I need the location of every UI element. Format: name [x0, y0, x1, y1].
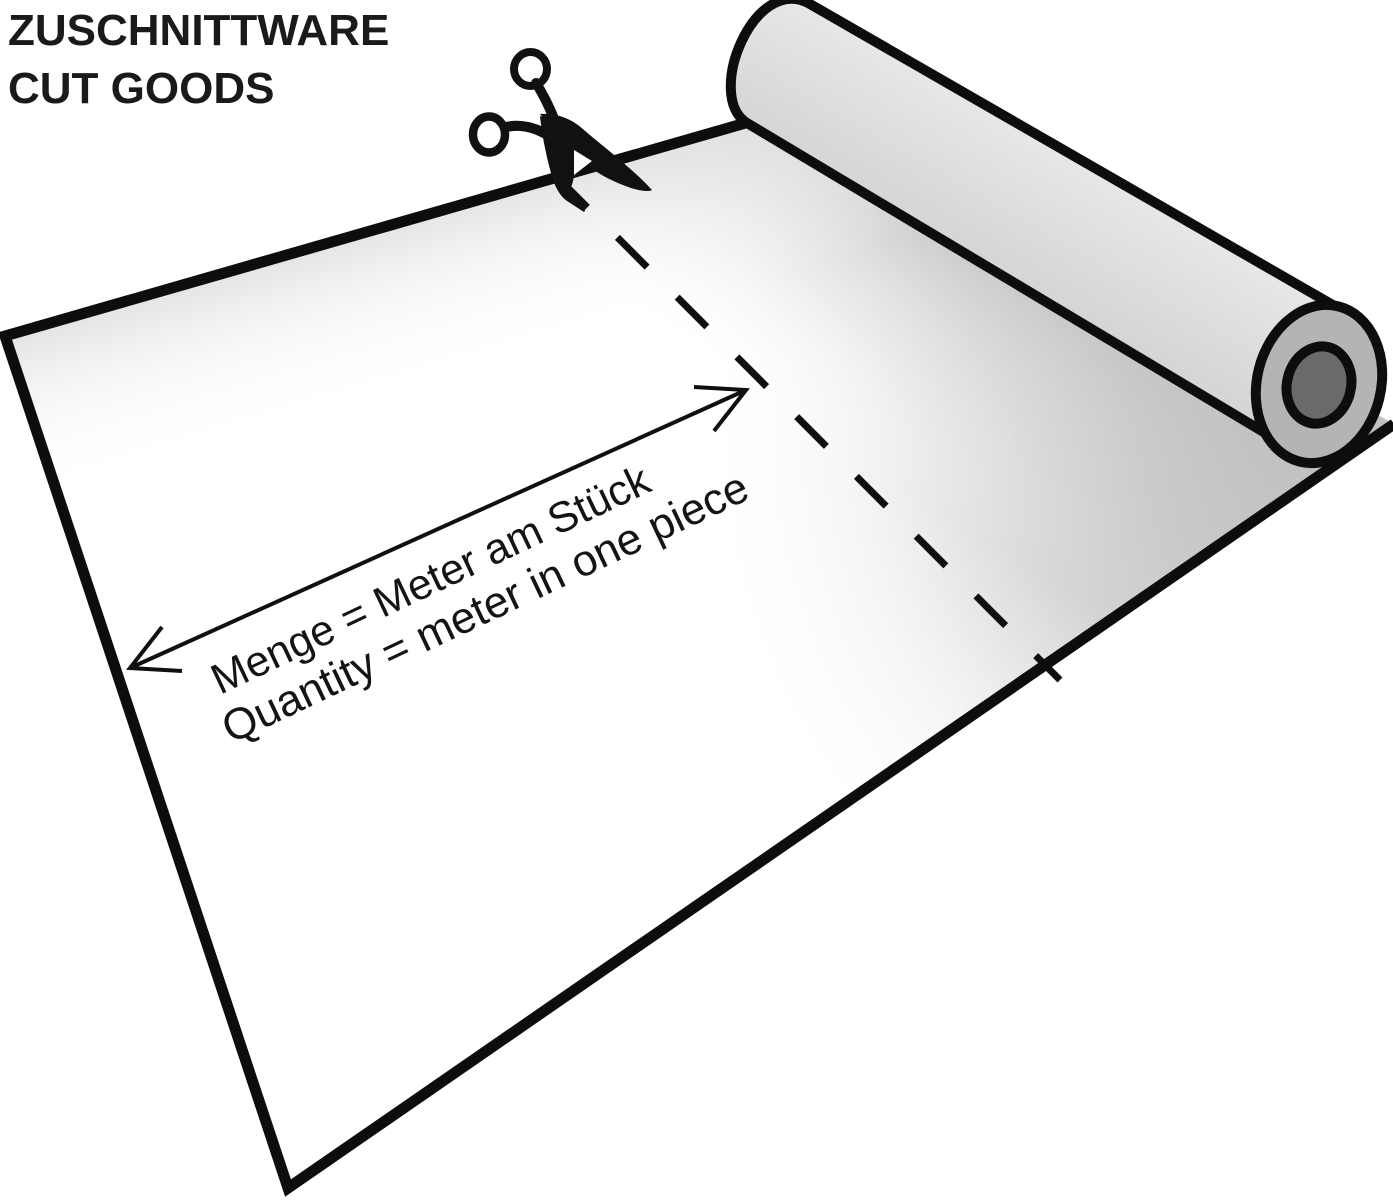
svg-text:CUT GOODS: CUT GOODS	[8, 64, 274, 113]
svg-text:ZUSCHNITTWARE: ZUSCHNITTWARE	[8, 6, 389, 55]
